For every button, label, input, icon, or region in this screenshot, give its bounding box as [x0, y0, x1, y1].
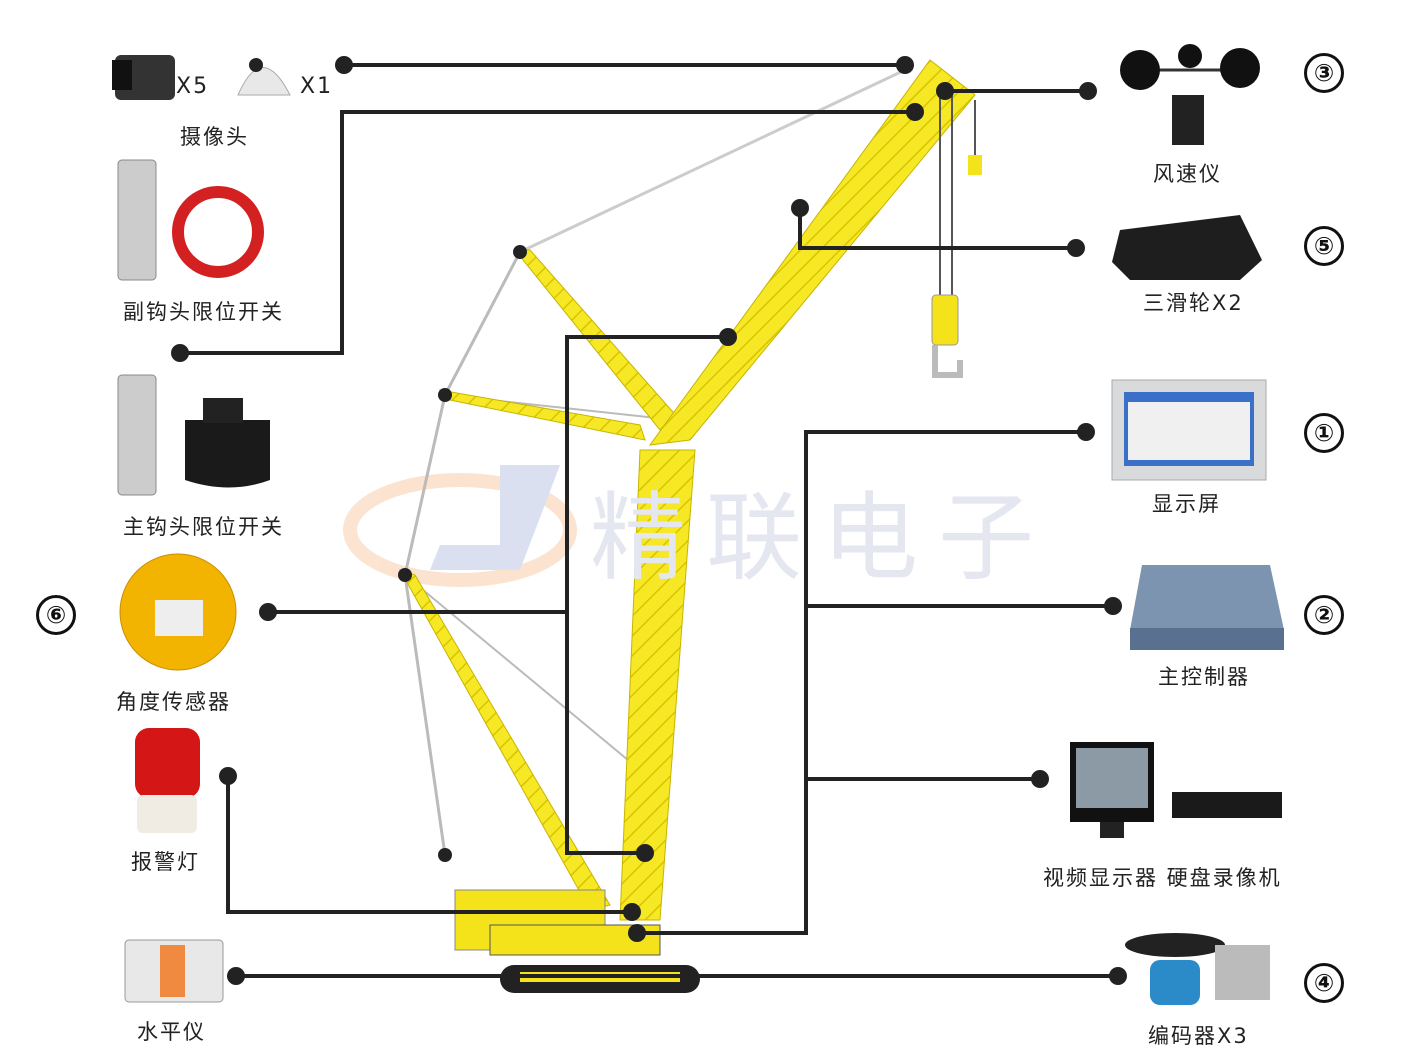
encoder-icon	[1125, 933, 1270, 1005]
pulley-icon	[1112, 215, 1262, 280]
aux-hook-limit-icon	[117, 159, 264, 281]
angle-sensor-icon	[119, 553, 237, 671]
encoder-number: ④	[1304, 963, 1344, 1003]
controller-label: 主控制器	[1158, 665, 1250, 689]
display-number: ①	[1304, 413, 1344, 453]
alarm-light-icon	[135, 728, 200, 833]
connectors	[180, 63, 1118, 978]
pulley-label: 三滑轮X2	[1143, 291, 1244, 315]
display-screen-icon	[1111, 379, 1267, 481]
level-icon	[124, 939, 224, 1003]
crawler-crane	[398, 59, 982, 993]
anemometer-number: ③	[1304, 53, 1344, 93]
display-link	[637, 430, 1086, 935]
pulley-number: ⑤	[1304, 226, 1344, 266]
angle-sensor-number: ⑥	[36, 595, 76, 635]
aux-hook-link	[180, 110, 915, 355]
dome-camera-icon	[237, 58, 291, 96]
watermark-logo	[343, 465, 577, 587]
alarm-link	[226, 776, 632, 914]
pulley-link	[798, 208, 1076, 250]
angle-sensor-label: 角度传感器	[116, 690, 231, 714]
bullet-camera-qty: X5	[176, 74, 210, 99]
encoder-label: 编码器X3	[1148, 1024, 1249, 1048]
display-label: 显示屏	[1152, 492, 1221, 516]
video-monitor-icon	[1070, 742, 1154, 838]
main-hook-limit-label: 主钩头限位开关	[123, 515, 284, 539]
aux-hook-limit-label: 副钩头限位开关	[123, 300, 284, 324]
anemometer-icon	[1120, 44, 1260, 145]
camera-label: 摄像头	[180, 125, 249, 149]
dvr-icon	[1172, 792, 1282, 818]
controller-number: ②	[1304, 595, 1344, 635]
main-hook-link	[565, 335, 728, 855]
connector-dots	[171, 56, 1127, 985]
bullet-camera-icon	[112, 55, 175, 100]
video-label: 视频显示器 硬盘录像机	[1043, 866, 1282, 890]
main-controller-icon	[1130, 565, 1284, 650]
level-label: 水平仪	[137, 1020, 206, 1044]
alarm-light-label: 报警灯	[131, 850, 200, 874]
anemometer-label: 风速仪	[1153, 162, 1222, 186]
main-hook-limit-icon	[117, 374, 270, 496]
dome-camera-qty: X1	[300, 74, 334, 99]
